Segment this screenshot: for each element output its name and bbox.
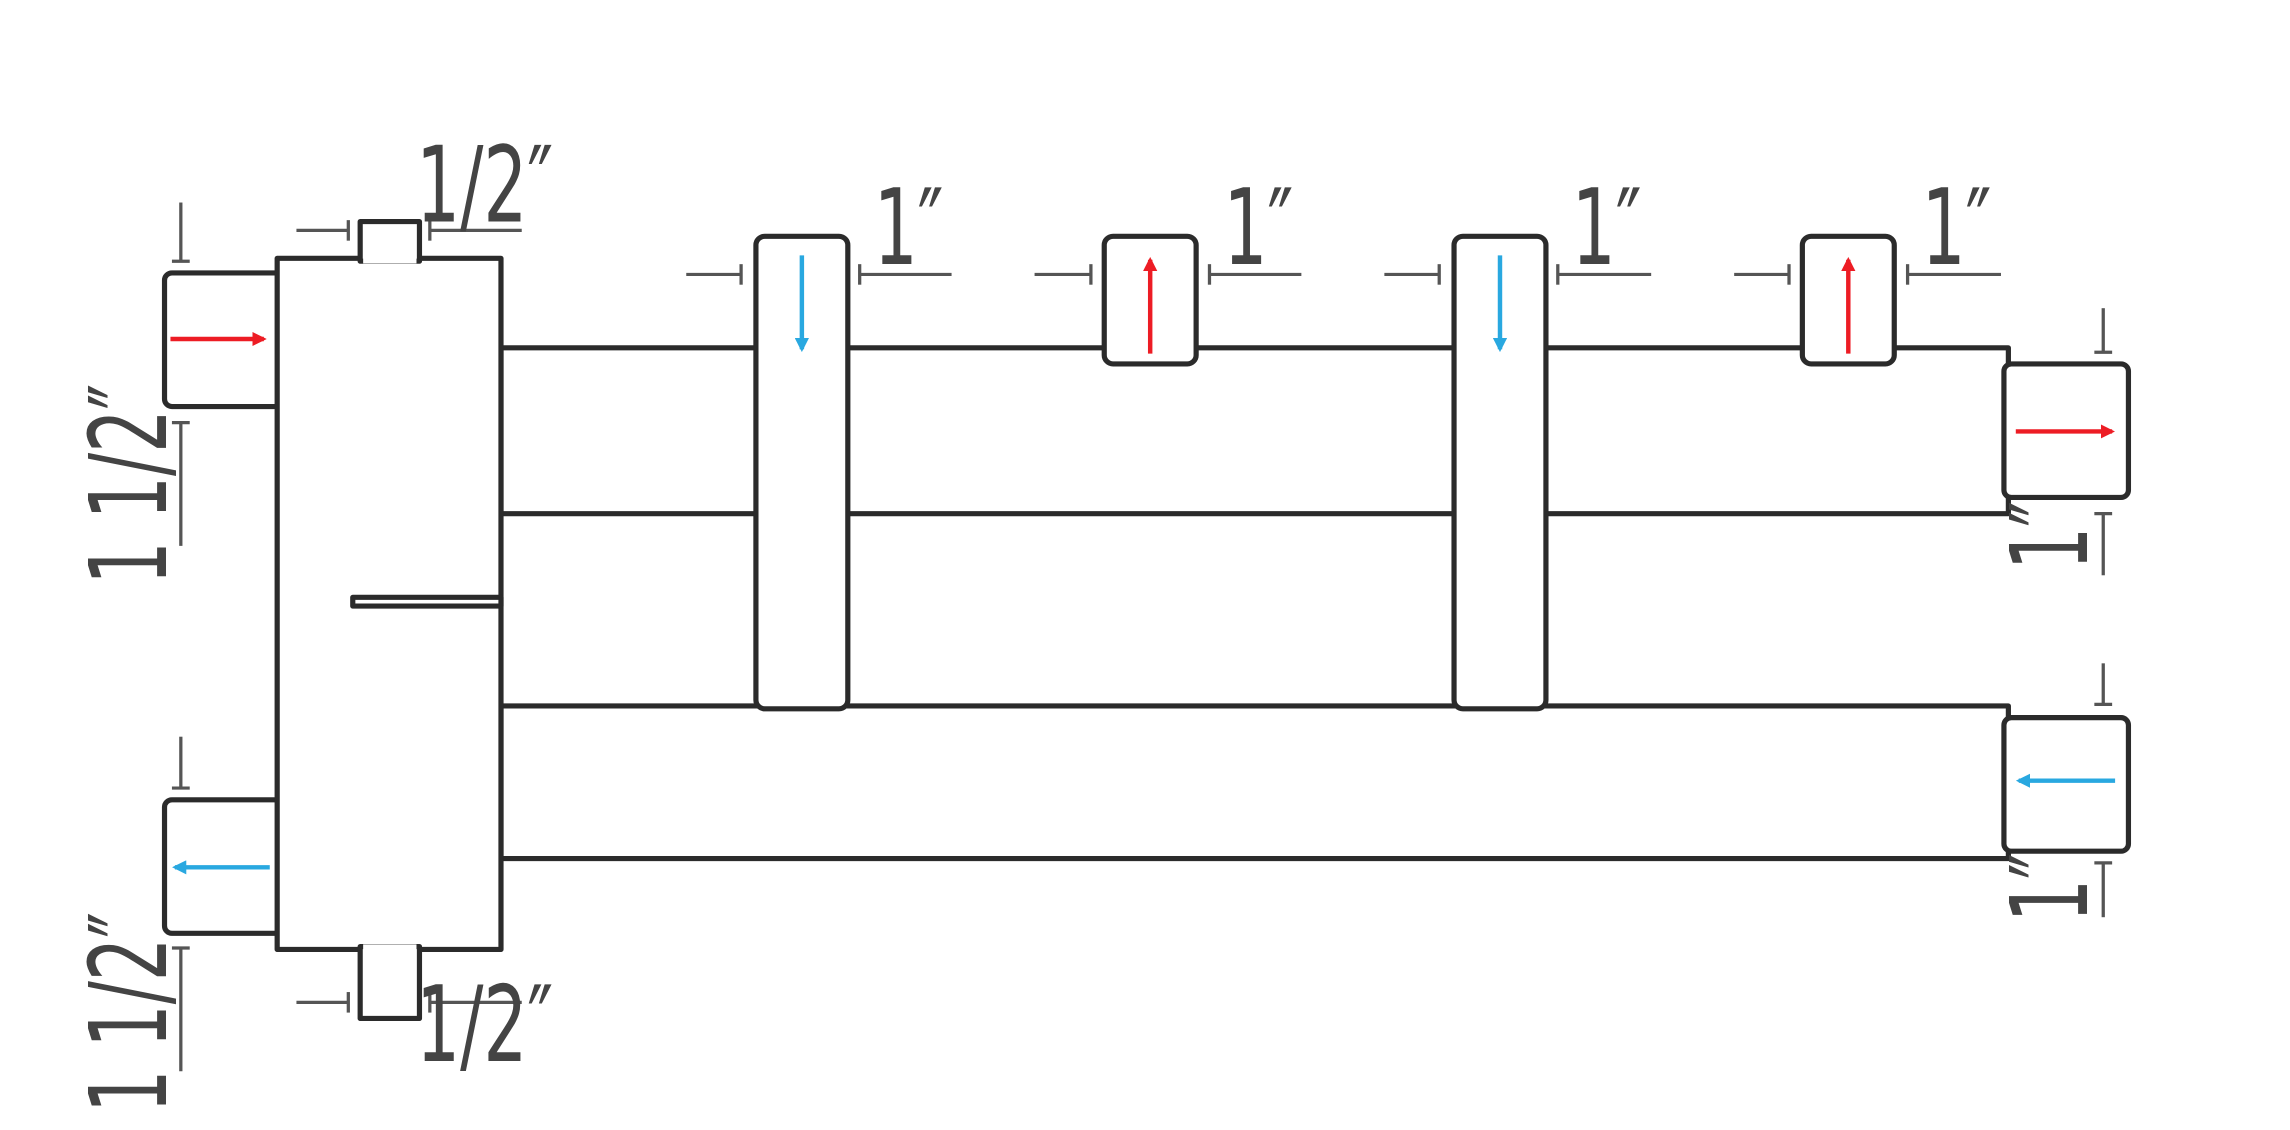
- dimension-branch-1: [686, 264, 952, 285]
- label-branch-1: 1″: [874, 166, 944, 290]
- right-return-port: [2001, 715, 2132, 854]
- separator-baffle: [350, 594, 504, 609]
- label-right-bottom-port: 1″: [1988, 853, 2112, 922]
- dimension-right-bottom: [2094, 663, 2113, 918]
- vent-nozzle: [357, 219, 423, 264]
- label-left-bottom-port: 1 1/2″: [67, 912, 191, 1113]
- dimension-left-bottom: [171, 736, 190, 1072]
- label-bottom-drain: 1/2″: [416, 963, 553, 1087]
- dimension-left-top: [171, 202, 190, 546]
- label-left-top-port: 1 1/2″: [67, 384, 191, 585]
- dimension-right-top: [2094, 308, 2113, 576]
- branch-3-connector: [1451, 233, 1549, 712]
- label-branch-4: 1″: [1922, 166, 1992, 290]
- dimension-branch-3: [1384, 264, 1652, 285]
- branch-1-connector: [753, 233, 851, 712]
- dimension-branch-2: [1034, 264, 1302, 285]
- drain-nozzle: [357, 943, 423, 1022]
- dimension-branch-4: [1734, 264, 2001, 285]
- return-header-pipe: [498, 703, 2011, 862]
- label-branch-2: 1″: [1223, 166, 1293, 290]
- label-top-vent: 1/2″: [416, 123, 553, 247]
- dimension-drain: [296, 992, 522, 1013]
- supply-header-pipe: [498, 345, 2011, 517]
- dimension-vent: [296, 220, 522, 241]
- label-branch-3: 1″: [1572, 166, 1642, 290]
- label-right-top-port: 1″: [1988, 501, 2112, 570]
